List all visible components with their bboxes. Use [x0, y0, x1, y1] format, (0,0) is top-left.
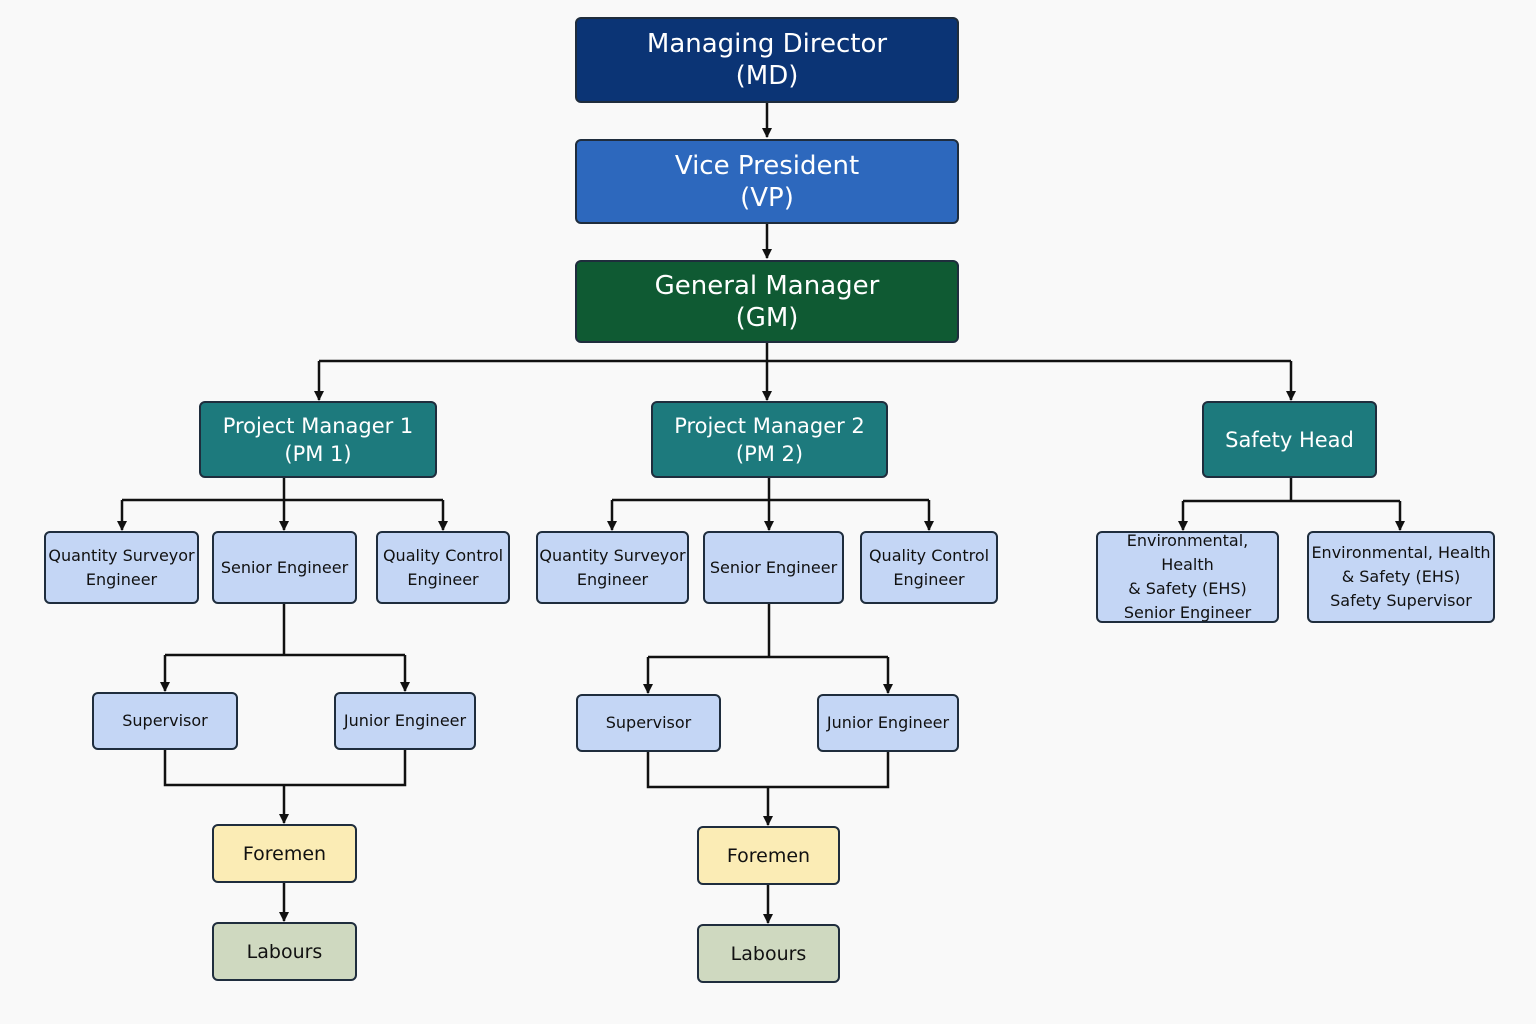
pm2-labours-label: Labours	[730, 942, 807, 965]
pm2-junior-engineer-box: Junior Engineer	[817, 694, 959, 752]
gm-title: General Manager	[654, 270, 880, 301]
pm1-qs-line1: Quantity Surveyor	[48, 545, 195, 565]
safety-head-box: Safety Head	[1202, 401, 1377, 478]
pm2-title: Project Manager 2	[674, 413, 865, 438]
pm1-supervisor-box: Supervisor	[92, 692, 238, 750]
pm2-supervisor-box: Supervisor	[576, 694, 721, 752]
pm1-quantity-surveyor-box: Quantity Surveyor Engineer	[44, 531, 199, 604]
pm2-foremen-box: Foremen	[697, 826, 840, 885]
pm1-qc-line1: Quality Control	[382, 545, 504, 565]
pm2-abbrev: (PM 2)	[735, 441, 804, 466]
general-manager-box: General Manager (GM)	[575, 260, 959, 343]
vp-abbrev: (VP)	[740, 182, 794, 213]
project-manager-2-box: Project Manager 2 (PM 2)	[651, 401, 888, 478]
line-pm2-merge	[646, 752, 890, 789]
ehs-senior-line3: Senior Engineer	[1123, 603, 1252, 622]
managing-director-box: Managing Director (MD)	[575, 17, 959, 103]
ehs-supervisor-line3: Safety Supervisor	[1330, 591, 1472, 610]
pm1-title: Project Manager 1	[222, 413, 414, 438]
project-manager-1-box: Project Manager 1 (PM 1)	[199, 401, 437, 478]
pm1-qs-line2: Engineer	[85, 569, 158, 589]
line-pm1-merge	[163, 750, 407, 787]
pm2-foremen-label: Foremen	[726, 844, 811, 867]
ehs-supervisor-line2: & Safety (EHS)	[1341, 567, 1461, 586]
pm1-qc-line2: Engineer	[407, 569, 479, 589]
pm1-labours-label: Labours	[246, 940, 323, 963]
pm1-senior-engineer-box: Senior Engineer	[212, 531, 357, 604]
ehs-supervisor-line1: Environmental, Health	[1311, 543, 1491, 562]
pm2-junior-label: Junior Engineer	[826, 713, 950, 732]
pm2-supervisor-label: Supervisor	[605, 713, 692, 732]
pm2-qs-line2: Engineer	[576, 569, 649, 589]
pm1-labours-box: Labours	[212, 922, 357, 981]
vice-president-box: Vice President (VP)	[575, 139, 959, 224]
pm2-qc-line1: Quality Control	[868, 545, 990, 565]
pm1-foremen-box: Foremen	[212, 824, 357, 883]
pm2-senior-engineer-box: Senior Engineer	[703, 531, 844, 604]
pm1-quality-control-box: Quality Control Engineer	[376, 531, 510, 604]
pm1-senior-label: Senior Engineer	[220, 557, 349, 577]
ehs-safety-supervisor-box: Environmental, Health & Safety (EHS) Saf…	[1307, 531, 1495, 623]
ehs-senior-line2: & Safety (EHS)	[1128, 579, 1247, 598]
pm1-abbrev: (PM 1)	[284, 441, 352, 466]
md-abbrev: (MD)	[735, 61, 799, 91]
pm1-junior-engineer-box: Junior Engineer	[334, 692, 476, 750]
ehs-senior-engineer-box: Environmental, Health & Safety (EHS) Sen…	[1096, 531, 1279, 623]
vp-title: Vice President	[674, 150, 860, 181]
pm2-senior-label: Senior Engineer	[709, 557, 838, 577]
pm2-labours-box: Labours	[697, 924, 840, 983]
pm2-qc-line2: Engineer	[893, 569, 965, 589]
pm1-junior-label: Junior Engineer	[343, 711, 467, 730]
pm2-quantity-surveyor-box: Quantity Surveyor Engineer	[536, 531, 689, 604]
pm1-supervisor-label: Supervisor	[122, 711, 208, 730]
gm-abbrev: (GM)	[735, 302, 799, 333]
pm2-qs-line1: Quantity Surveyor	[539, 545, 686, 565]
pm2-quality-control-box: Quality Control Engineer	[860, 531, 998, 604]
pm1-foremen-label: Foremen	[242, 842, 327, 865]
ehs-senior-line1: Environmental, Health	[1126, 531, 1249, 574]
safety-head-title: Safety Head	[1225, 427, 1354, 452]
md-title: Managing Director	[646, 29, 888, 59]
